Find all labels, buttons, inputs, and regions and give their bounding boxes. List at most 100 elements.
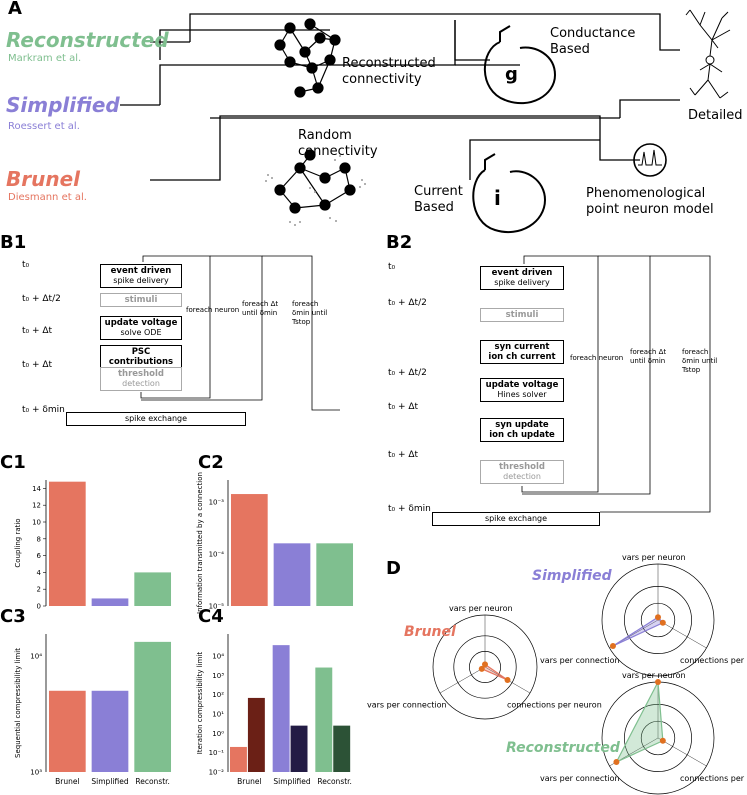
y-axis-label: Sequential compressibility limit: [14, 648, 22, 758]
y-tick-label: 4: [37, 569, 42, 577]
bar: [134, 641, 172, 772]
radar-title-simplified: Simplified: [532, 568, 612, 584]
panel-c1-letter: C1: [0, 452, 26, 473]
panel-b2-letter: B2: [386, 232, 413, 253]
y-axis-label: Information transmitted by a connection: [196, 472, 204, 614]
radar-axis-label: vars per neuron: [622, 553, 686, 562]
model-author-brunel: Diesmann et al.: [8, 192, 87, 203]
radar-point: [613, 759, 620, 765]
radar-spoke: [609, 619, 659, 649]
bar: [272, 645, 290, 772]
y-tick-label: 10⁴: [212, 653, 224, 661]
bar: [91, 598, 129, 606]
conductance-based-label: Conductance Based: [550, 26, 636, 57]
radar-spoke: [439, 666, 486, 694]
radar-ring: [624, 586, 692, 654]
radar-title-brunel: Brunel: [404, 624, 456, 640]
b1-loop-dmin: foreach δmin until Tstop: [292, 300, 328, 326]
y-tick-label: 12: [32, 502, 41, 510]
x-tick-label: Simplified: [91, 777, 128, 786]
panel-c3-letter: C3: [0, 606, 26, 627]
radar-axis-label: vars per neuron: [449, 604, 513, 613]
bar: [315, 667, 333, 772]
bar: [333, 725, 351, 772]
reconstructed-connectivity-label: Reconstructed connectivity: [342, 56, 436, 87]
radar-point: [655, 679, 661, 685]
b2-loop-dmin: foreach δmin until Tstop: [682, 348, 718, 374]
bar: [273, 543, 311, 606]
y-tick-label: 10²: [212, 691, 224, 699]
radar-point: [478, 665, 485, 672]
b1-step-stimuli: stimuli: [100, 293, 182, 307]
i-symbol: i: [494, 186, 501, 210]
radar-point: [659, 619, 666, 626]
radar-data-area: [615, 679, 664, 764]
panel-a-tree: [120, 9, 731, 233]
radar-ring: [601, 681, 715, 795]
radar-title-reconstructed: Reconstructed: [506, 740, 620, 756]
chart-c4: Iteration compressibility limit 10⁴ 10³ 10²…: [196, 634, 352, 786]
b1-time-4: t₀ + δmin: [22, 405, 65, 415]
model-title-simplified: Simplified: [6, 93, 120, 117]
model-author-simplified: Roessert et al.: [8, 121, 80, 132]
detailed-label: Detailed: [688, 108, 743, 123]
radar-point: [609, 643, 616, 649]
radar-data-area: [612, 616, 664, 647]
random-network-icon: [265, 149, 366, 226]
y-tick-label: 10⁻³: [209, 499, 225, 507]
radar-axis-label: vars per neuron: [622, 671, 686, 680]
b2-time-6: t₀ + δmin: [388, 504, 431, 514]
b2-loop-neuron: foreach neuron: [570, 354, 624, 362]
bar: [48, 481, 86, 606]
b1-time-1: t₀ + Δt/2: [22, 294, 61, 304]
bar: [247, 697, 265, 772]
model-title-reconstructed: Reconstructed: [6, 28, 169, 52]
phenomenological-label: Phenomenological point neuron model: [586, 186, 714, 217]
y-axis-label: Coupling ratio: [14, 518, 22, 567]
y-tick-label: 10: [32, 519, 41, 527]
b2-step-stimuli: stimuli: [480, 308, 564, 322]
panel-c2-letter: C2: [198, 452, 224, 473]
y-tick-label: 10⁰: [212, 730, 224, 738]
y-tick-label: 10¹: [212, 711, 224, 719]
bar: [91, 690, 129, 772]
y-tick-label: 10⁻⁴: [209, 551, 225, 559]
panel-a-letter: A: [8, 0, 22, 19]
x-tick-label: Brunel: [55, 777, 79, 786]
radar-ring: [601, 563, 715, 677]
model-author-reconstructed: Markram et al.: [8, 53, 82, 64]
current-based-label: Current Based: [414, 184, 463, 215]
y-tick-label: 6: [37, 552, 42, 560]
y-tick-label: 10³: [30, 769, 42, 777]
b2-time-2: t₀ + Δt/2: [388, 368, 427, 378]
y-tick-label: 10⁴: [30, 653, 42, 661]
radar-ring: [624, 704, 692, 772]
detailed-neuron-icon: [685, 9, 731, 99]
x-tick-label: Reconstr.: [317, 777, 352, 786]
chart-c3: Sequential compressibility limit 10⁴ 10³ Br…: [14, 634, 172, 786]
y-tick-label: 10³: [212, 672, 224, 680]
radar-axis-label: connections per neuron: [680, 656, 747, 665]
radar-spoke: [484, 666, 531, 694]
panel-d-letter: D: [386, 558, 401, 579]
y-tick-label: 0: [37, 603, 41, 611]
bar: [290, 725, 308, 772]
panel-b2: t₀ t₀ + Δt/2 t₀ + Δt/2 t₀ + Δt t₀ + Δt t…: [380, 250, 747, 530]
b1-time-3: t₀ + Δt: [22, 360, 53, 370]
y-axis-label: Iteration compressibility limit: [196, 652, 204, 755]
y-tick-label: 10⁻¹: [209, 749, 225, 757]
panel-b1-letter: B1: [0, 232, 27, 253]
x-tick-label: Simplified: [273, 777, 310, 786]
radar-axis-label: connections per neuron: [507, 701, 602, 710]
b2-loop-lines: [521, 255, 711, 513]
b2-time-1: t₀ + Δt/2: [388, 298, 427, 308]
